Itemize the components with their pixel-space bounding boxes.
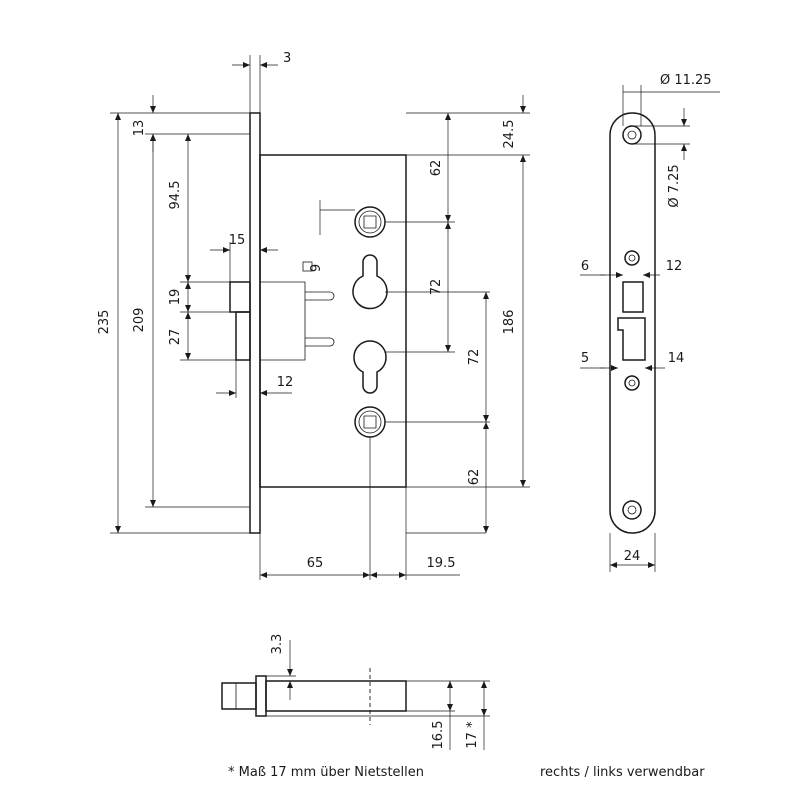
dim-62-lower: 62 [467, 469, 482, 486]
lock-case [259, 154, 407, 488]
dim-209: 209 [132, 308, 147, 333]
follower-lower [354, 406, 386, 438]
screw-hole-bottom [622, 500, 642, 520]
screw-hole-upper [624, 250, 640, 266]
extension-lines [110, 55, 530, 580]
usage-note: rechts / links verwendbar [540, 765, 705, 780]
latch-window [622, 281, 644, 313]
dim-17-star: 17 * [465, 721, 480, 749]
front-view: 3 13 235 209 94.5 15 9 19 27 12 65 19.5 … [97, 51, 530, 580]
dim-6: 6 [581, 259, 589, 274]
dim-235: 235 [97, 310, 112, 335]
dim-12-side: 12 [666, 259, 683, 274]
dimension-lines [115, 62, 526, 578]
deadbolt [235, 311, 251, 361]
dim-9: 9 [309, 264, 324, 272]
dim-19: 19 [168, 289, 183, 306]
dim-dia-11-25: Ø 11.25 [660, 73, 712, 88]
faceplate [249, 112, 261, 534]
dim-62-upper: 62 [429, 160, 444, 177]
case-top-view [265, 680, 407, 712]
dim-16-5: 16.5 [431, 721, 446, 750]
dim-94-5: 94.5 [168, 181, 183, 210]
footnote: * Maß 17 mm über Nietstellen [228, 765, 424, 780]
cylinder-lower [353, 340, 387, 394]
dim-15: 15 [229, 233, 246, 248]
small-square-marker [302, 261, 313, 272]
dim-14: 14 [668, 351, 685, 366]
latch-bolt [229, 281, 251, 313]
dim-5: 5 [581, 351, 589, 366]
latch-mechanism [260, 281, 306, 361]
dim-3-3: 3.3 [270, 634, 285, 655]
follower-upper [354, 206, 386, 238]
dim-72-upper: 72 [429, 279, 444, 296]
side-view: Ø 11.25 Ø 7.25 6 12 5 14 24 [580, 73, 720, 572]
dim-65: 65 [307, 556, 324, 571]
dim-3: 3 [283, 51, 291, 66]
latch-tail-upper [305, 291, 335, 301]
bolt-window [617, 317, 646, 361]
dim-186: 186 [502, 310, 517, 335]
faceplate-side [609, 112, 656, 534]
bottom-view: 3.3 16.5 17 * [221, 634, 490, 750]
side-dim-lines [580, 85, 720, 572]
latch-tail-lower [305, 337, 335, 347]
dim-72-lower: 72 [467, 349, 482, 366]
bolt-top-view [221, 682, 257, 710]
dim-19-5: 19.5 [427, 556, 456, 571]
dim-13: 13 [132, 120, 147, 137]
dim-24: 24 [624, 549, 641, 564]
bottom-dim-lines [266, 640, 490, 750]
dim-dia-7-25: Ø 7.25 [667, 164, 682, 207]
screw-hole-lower [624, 375, 640, 391]
dim-24-5: 24.5 [502, 120, 517, 149]
cylinder-upper [352, 254, 388, 310]
screw-hole-top [622, 125, 642, 145]
dim-12: 12 [277, 375, 294, 390]
faceplate-top-view [255, 675, 267, 717]
dim-27: 27 [168, 329, 183, 346]
